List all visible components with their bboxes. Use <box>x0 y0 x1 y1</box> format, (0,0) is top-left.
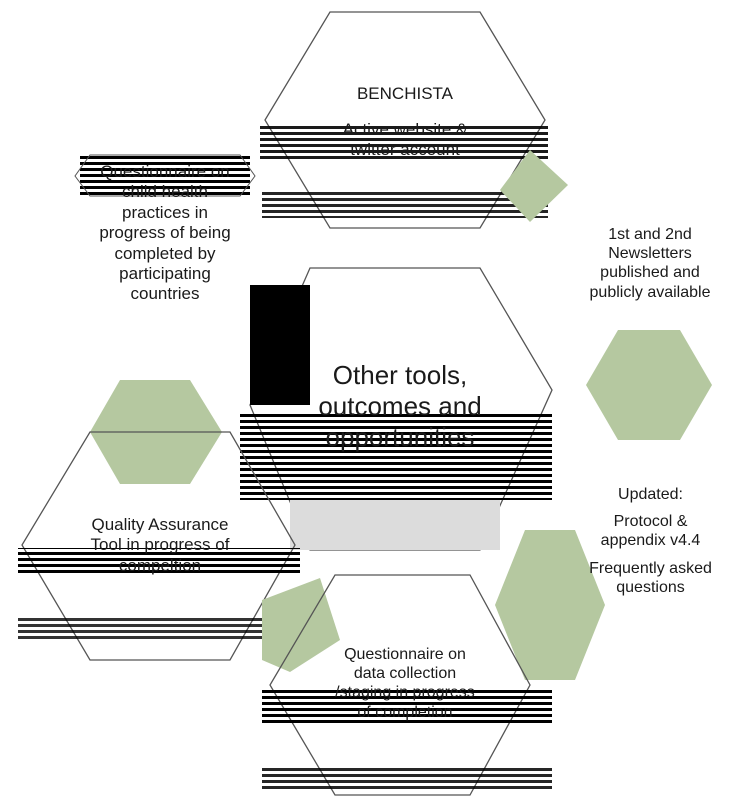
top-title: BENCHISTA <box>356 84 454 103</box>
right-upper-text: 1st and 2nd Newsletters published and pu… <box>565 225 735 302</box>
left-upper-line-4: progress of being <box>99 223 231 243</box>
right-upper-line-4: publicly available <box>589 283 711 301</box>
left-upper-text: Questionnaire on child health practices … <box>70 162 260 305</box>
left-upper-line-2: child health <box>121 182 208 202</box>
right-upper-line-1: 1st and 2nd <box>608 226 692 243</box>
bottom-line-4: of completion <box>357 703 453 721</box>
left-upper-line-5: completed by <box>114 243 216 263</box>
left-lower-hexagon <box>18 431 300 661</box>
top-line-1: Active website & <box>342 120 468 139</box>
center-line-3: opportunities <box>325 422 475 453</box>
top-hexagon <box>260 11 548 229</box>
bottom-line-1: Questionnaire on <box>344 646 466 663</box>
bottom-hexagon <box>262 574 552 796</box>
right-lower-heading: Updated: <box>618 486 683 503</box>
right-lower-item2-line-2: questions <box>616 578 685 596</box>
left-upper-line-3: practices in <box>122 202 208 222</box>
left-upper-line-6: participating <box>119 263 211 283</box>
left-lower-line-3: compeltion <box>118 555 202 575</box>
top-line-2: twitter account <box>350 140 460 160</box>
center-text: Other tools, outcomes and opportunities <box>290 360 510 454</box>
center-line-2: outcomes and <box>318 391 482 422</box>
top-description: Active website & twitter account <box>300 120 510 161</box>
left-lower-line-1: Quality Assurance <box>91 515 229 534</box>
bottom-line-3: /staging in progress <box>335 684 475 702</box>
right-lower-hexagon <box>495 530 605 680</box>
left-lower-text: Quality Assurance Tool in progress of co… <box>60 515 260 576</box>
right-upper-line-2: Newsletters <box>608 245 692 263</box>
right-lower-item1-line-1: Protocol & <box>613 513 688 531</box>
right-upper-hexagon <box>586 330 712 440</box>
right-lower-item1-line-2: appendix v4.4 <box>600 532 701 550</box>
right-lower-item2-line-1: Frequently asked <box>589 559 712 577</box>
center-line-1: Other tools, <box>332 360 468 390</box>
right-lower-text: Updated: Protocol & appendix v4.4 Freque… <box>568 485 733 597</box>
bottom-text: Questionnaire on data collection /stagin… <box>305 645 505 722</box>
left-lower-line-2: Tool in progress of <box>90 535 230 555</box>
left-upper-hexagon <box>74 154 256 197</box>
bottom-line-2: data collection <box>353 665 457 683</box>
center-hexagon <box>240 267 553 551</box>
left-upper-line-1: Questionnaire on <box>100 162 230 181</box>
top-right-small-hexagon <box>500 150 568 222</box>
right-upper-line-3: published and <box>600 264 700 282</box>
bottom-left-small-hexagon <box>262 578 340 672</box>
left-upper-line-7: countries <box>130 284 200 304</box>
